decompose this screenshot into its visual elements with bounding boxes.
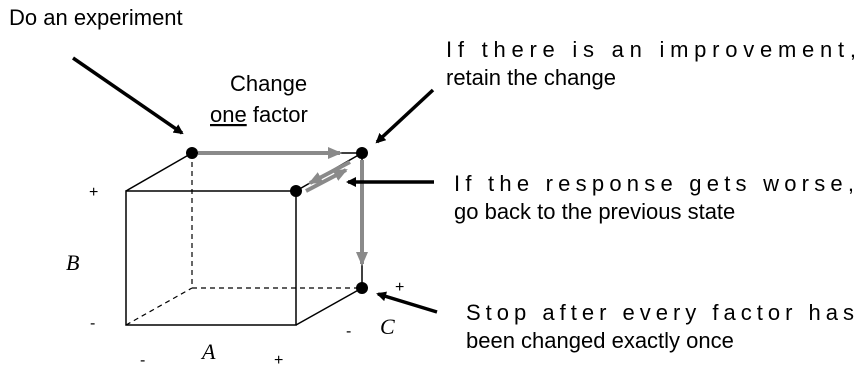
design-points — [186, 147, 368, 294]
cube-hidden-bottom-left-edge — [125, 287, 193, 326]
cube-top-left-edge — [125, 152, 193, 192]
text-factor: factor — [247, 102, 308, 127]
callout-arrows — [72, 56, 438, 314]
point-start — [186, 147, 198, 159]
ofat-path — [198, 147, 368, 266]
text-change: Change — [230, 71, 307, 96]
point-final — [356, 282, 368, 294]
arrow-improvement — [375, 88, 435, 144]
axis-c-minus: - — [346, 323, 351, 340]
point-worse — [290, 185, 302, 197]
axis-a-minus: - — [140, 352, 145, 369]
axis-a-plus: + — [274, 352, 283, 369]
arrow-stop — [376, 291, 438, 314]
axis-a-label: A — [200, 339, 216, 364]
axis-c-label: C — [380, 314, 395, 339]
cube-front-face — [125, 190, 297, 326]
text-worse-2: go back to the previous state — [454, 199, 735, 224]
path-arrow-try-c — [308, 160, 351, 185]
axis-b-plus: + — [89, 184, 98, 201]
text-improvement-2: retain the change — [446, 65, 616, 90]
axis-b-label: B — [66, 250, 79, 275]
cube-bottom-right-edge — [295, 287, 363, 326]
axis-c-plus: + — [395, 279, 404, 296]
text-one-underlined: one — [210, 102, 247, 127]
text-improvement-1: If there is an improvement, — [446, 37, 856, 62]
text-worse-1: If the response gets worse, — [454, 171, 854, 196]
text-one-factor: one factor — [210, 102, 308, 127]
axis-b-minus: - — [90, 315, 95, 332]
text-do-experiment: Do an experiment — [9, 5, 183, 30]
path-arrow-go-back — [305, 168, 348, 193]
text-stop-1: Stop after every factor has — [466, 300, 854, 325]
point-improved — [356, 147, 368, 159]
arrow-experiment — [72, 56, 184, 135]
text-stop-2: been changed exactly once — [466, 328, 734, 353]
